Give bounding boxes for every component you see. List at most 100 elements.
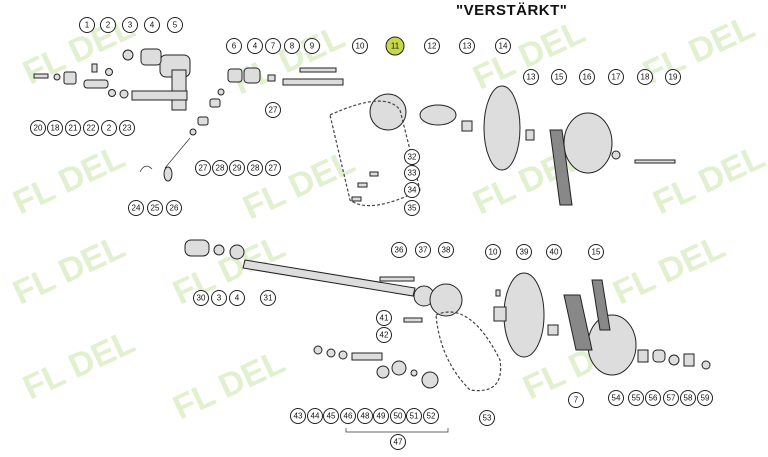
watermark-text: FL DEL xyxy=(7,138,130,222)
callout-number: 57 xyxy=(667,394,676,403)
callout-circle xyxy=(30,120,46,136)
callout-54: 54 xyxy=(608,390,624,406)
ring xyxy=(376,365,390,379)
callout-number: 14 xyxy=(499,42,508,51)
callout-number: 12 xyxy=(428,42,437,51)
callout-circle xyxy=(229,160,245,176)
pulley-half xyxy=(503,272,545,358)
callout-circle xyxy=(284,38,300,54)
washer xyxy=(213,244,225,256)
callout-27: 27 xyxy=(265,102,281,118)
v-belt xyxy=(591,279,611,331)
callout-number: 3 xyxy=(217,294,222,303)
callout-number: 4 xyxy=(150,21,155,30)
callout-number: 7 xyxy=(271,42,276,51)
callout-48: 48 xyxy=(357,408,373,424)
callout-circle xyxy=(485,244,501,260)
callout-circle xyxy=(390,408,406,424)
callout-41: 41 xyxy=(376,310,392,326)
callout-4: 4 xyxy=(144,17,160,33)
callout-circle xyxy=(608,390,624,406)
callout-number: 46 xyxy=(344,412,353,421)
clip xyxy=(163,166,173,182)
callout-circle xyxy=(665,69,681,85)
callout-7: 7 xyxy=(265,38,281,54)
callout-2: 2 xyxy=(100,17,116,33)
callout-number: 10 xyxy=(489,248,498,257)
pulley-half xyxy=(483,85,521,171)
callout-circle xyxy=(495,38,511,54)
callout-22: 22 xyxy=(83,120,99,136)
callout-3: 3 xyxy=(211,290,227,306)
callout-circle xyxy=(423,408,439,424)
callout-number: 6 xyxy=(232,42,237,51)
callout-57: 57 xyxy=(663,390,679,406)
callout-36: 36 xyxy=(391,242,407,258)
callout-4: 4 xyxy=(247,38,263,54)
callout-number: 4 xyxy=(253,42,258,51)
shaft xyxy=(282,78,344,86)
callout-circle xyxy=(229,290,245,306)
washer xyxy=(313,345,323,355)
callout-number: 21 xyxy=(69,124,78,133)
watermark-text: FL DEL xyxy=(237,143,360,227)
callout-number: 27 xyxy=(269,106,278,115)
callout-circle xyxy=(390,434,406,450)
callout-circle xyxy=(523,69,539,85)
callout-circle xyxy=(260,290,276,306)
callout-28: 28 xyxy=(212,160,228,176)
callout-28: 28 xyxy=(247,160,263,176)
callout-number: 39 xyxy=(520,248,529,257)
callout-circle xyxy=(459,38,475,54)
callout-circle xyxy=(79,17,95,33)
callout-circle xyxy=(65,120,81,136)
callout-40: 40 xyxy=(546,244,562,260)
callout-circle xyxy=(352,38,368,54)
callout-45: 45 xyxy=(323,408,339,424)
chain-link xyxy=(357,182,368,188)
callout-8: 8 xyxy=(284,38,300,54)
watermark-text: FL DEL xyxy=(17,8,140,92)
callout-number: 13 xyxy=(463,42,472,51)
callout-number: 59 xyxy=(701,394,710,403)
callout-49: 49 xyxy=(373,408,389,424)
callout-20: 20 xyxy=(30,120,46,136)
callout-circle xyxy=(193,290,209,306)
callout-circle xyxy=(47,120,63,136)
callout-number: 52 xyxy=(427,412,436,421)
callout-15: 15 xyxy=(588,244,604,260)
callout-27: 27 xyxy=(195,160,211,176)
bushing xyxy=(525,129,535,141)
spring-rod xyxy=(164,137,191,169)
callout-circle xyxy=(100,17,116,33)
callout-37: 37 xyxy=(415,242,431,258)
chain-link xyxy=(351,196,362,202)
callout-number: 55 xyxy=(632,394,641,403)
callout-circle xyxy=(588,244,604,260)
callout-circle xyxy=(144,17,160,33)
chain-link xyxy=(369,171,379,177)
callout-number: 42 xyxy=(380,331,389,340)
callout-number: 51 xyxy=(410,412,419,421)
callout-23: 23 xyxy=(119,120,135,136)
bushing xyxy=(547,324,559,336)
group-bracket xyxy=(345,428,449,433)
callout-39: 39 xyxy=(516,244,532,260)
callout-27: 27 xyxy=(265,160,281,176)
callout-number: 8 xyxy=(290,42,295,51)
callout-number: 15 xyxy=(592,248,601,257)
chain-loop xyxy=(435,311,502,392)
callout-number: 1 xyxy=(85,21,90,30)
key xyxy=(299,67,337,73)
bearing xyxy=(243,67,261,84)
v-belt xyxy=(563,294,593,351)
callout-number: 24 xyxy=(132,204,141,213)
callout-circle xyxy=(290,408,306,424)
callout-number: 27 xyxy=(269,164,278,173)
watermark-group: FL DEL FL DEL FL DEL FL DEL FL DEL FL DE… xyxy=(7,8,768,427)
callout-number: 25 xyxy=(151,204,160,213)
callout-circle xyxy=(304,38,320,54)
bearing xyxy=(140,48,162,66)
callout-circle xyxy=(265,38,281,54)
